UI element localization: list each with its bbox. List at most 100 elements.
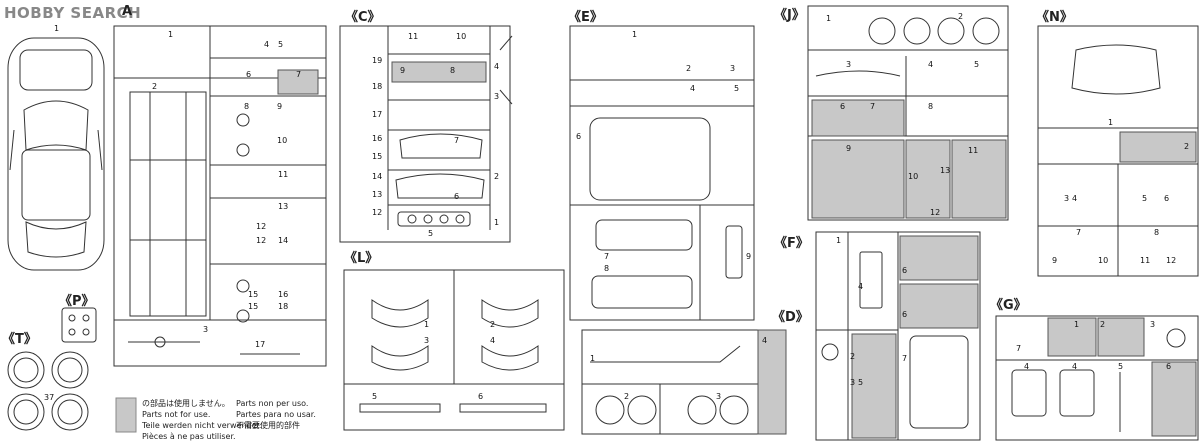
part-number-body: 1 — [54, 24, 60, 33]
sprue-label-t: 《T》 — [2, 332, 37, 347]
sprue-l-frame — [343, 269, 565, 431]
legend-swatch — [115, 397, 137, 433]
part-number-a18: 18 — [278, 302, 289, 311]
part-number-c9: 9 — [400, 66, 406, 75]
part-number-n8: 8 — [1154, 228, 1160, 237]
part-number-j4: 4 — [928, 60, 934, 69]
part-number-c5: 5 — [428, 229, 434, 238]
part-number-l6: 6 — [478, 392, 484, 401]
part-number-f2: 2 — [850, 352, 856, 361]
part-number-c16: 16 — [372, 134, 383, 143]
part-number-c14: 14 — [372, 172, 383, 181]
part-number-c13: 13 — [372, 190, 383, 199]
part-number-f4: 4 — [858, 282, 864, 291]
part-number-n3: 3 — [1064, 194, 1070, 203]
part-number-l5: 5 — [372, 392, 378, 401]
part-number-j9: 9 — [846, 144, 852, 153]
sprue-p-frame — [61, 307, 97, 343]
part-number-f6a: 6 — [902, 266, 908, 275]
part-number-c19: 19 — [372, 56, 383, 65]
part-number-e4: 4 — [690, 84, 696, 93]
legend-text-en: Parts not for use. — [142, 410, 211, 419]
legend-text-ja: の部品は使用しません。 — [142, 399, 230, 408]
legend-text-fr: Pièces à ne pas utiliser. — [142, 432, 236, 441]
part-number-j5: 5 — [974, 60, 980, 69]
part-number-d1: 1 — [590, 354, 596, 363]
part-number-n4: 4 — [1072, 194, 1078, 203]
part-number-n11: 11 — [1140, 256, 1151, 265]
part-number-c4: 4 — [494, 62, 500, 71]
sprue-label-l: 《L》 — [344, 251, 379, 266]
part-number-e8: 8 — [604, 264, 610, 273]
part-number-c3: 3 — [494, 92, 500, 101]
part-number-c2: 2 — [494, 172, 500, 181]
part-number-a15b: 15 — [248, 302, 259, 311]
part-number-j13: 13 — [940, 166, 951, 175]
part-number-l4: 4 — [490, 336, 496, 345]
part-number-l1: 1 — [424, 320, 430, 329]
part-number-f6b: 6 — [902, 310, 908, 319]
part-number-j12: 12 — [930, 208, 941, 217]
part-number-a1: 1 — [168, 30, 174, 39]
part-number-c6: 6 — [454, 192, 460, 201]
part-number-n2: 2 — [1184, 142, 1190, 151]
part-number-j1: 1 — [826, 14, 832, 23]
part-number-l2: 2 — [490, 320, 496, 329]
part-number-a12a: 12 — [256, 222, 267, 231]
part-number-f1: 1 — [836, 236, 842, 245]
part-number-e6: 6 — [576, 132, 582, 141]
part-number-a3: 3 — [203, 325, 209, 334]
part-number-l3: 3 — [424, 336, 430, 345]
part-number-a14: 14 — [278, 236, 289, 245]
watermark-logo: HOBBY SEARCH — [4, 4, 142, 22]
part-number-c7: 7 — [454, 136, 460, 145]
part-number-c12: 12 — [372, 208, 383, 217]
part-number-j6: 6 — [840, 102, 846, 111]
part-number-j10: 10 — [908, 172, 919, 181]
legend-text-it: Parts non per uso. — [236, 399, 309, 408]
part-number-a12b: 12 — [256, 236, 267, 245]
part-number-a2: 2 — [152, 82, 158, 91]
sprue-c-frame — [339, 25, 513, 243]
part-number-g5: 5 — [1118, 362, 1124, 371]
part-number-a8: 8 — [244, 102, 250, 111]
part-number-n6: 6 — [1164, 194, 1170, 203]
part-number-e1: 1 — [632, 30, 638, 39]
sprue-n-frame — [1037, 25, 1199, 277]
sprue-label-d: 《D》 — [772, 310, 809, 325]
part-number-g3: 3 — [1150, 320, 1156, 329]
sprue-e-frame — [569, 25, 755, 321]
part-number-e5: 5 — [734, 84, 740, 93]
sprue-label-e: 《E》 — [568, 10, 603, 25]
part-number-a11: 11 — [278, 170, 289, 179]
sprue-d-frame — [581, 329, 787, 435]
part-number-c17: 17 — [372, 110, 383, 119]
part-number-e2: 2 — [686, 64, 692, 73]
part-number-a7: 7 — [296, 70, 302, 79]
part-number-n12: 12 — [1166, 256, 1177, 265]
part-number-n9: 9 — [1052, 256, 1058, 265]
part-number-j8: 8 — [928, 102, 934, 111]
part-number-d4: 4 — [762, 336, 768, 345]
sprue-label-c: 《C》 — [345, 10, 381, 25]
part-number-a6: 6 — [246, 70, 252, 79]
part-number-n1: 1 — [1108, 118, 1114, 127]
part-number-e3: 3 — [730, 64, 736, 73]
part-number-c10: 10 — [456, 32, 467, 41]
part-number-g1: 1 — [1074, 320, 1080, 329]
part-number-g6: 6 — [1166, 362, 1172, 371]
sprue-a-frame — [113, 25, 327, 367]
legend-text-es: Partes para no usar. — [236, 410, 316, 419]
sprue-label-n: 《N》 — [1036, 10, 1073, 25]
part-number-j7: 7 — [870, 102, 876, 111]
part-number-j2: 2 — [958, 12, 964, 21]
part-number-n5: 5 — [1142, 194, 1148, 203]
part-number-f7: 7 — [902, 354, 908, 363]
legend-text-zh: 不需要使用的部件 — [236, 421, 300, 430]
part-number-j3: 3 — [846, 60, 852, 69]
part-number-g4b: 4 — [1072, 362, 1078, 371]
part-number-c18: 18 — [372, 82, 383, 91]
part-number-f3: 3 — [850, 378, 856, 387]
part-number-a4: 4 — [264, 40, 270, 49]
